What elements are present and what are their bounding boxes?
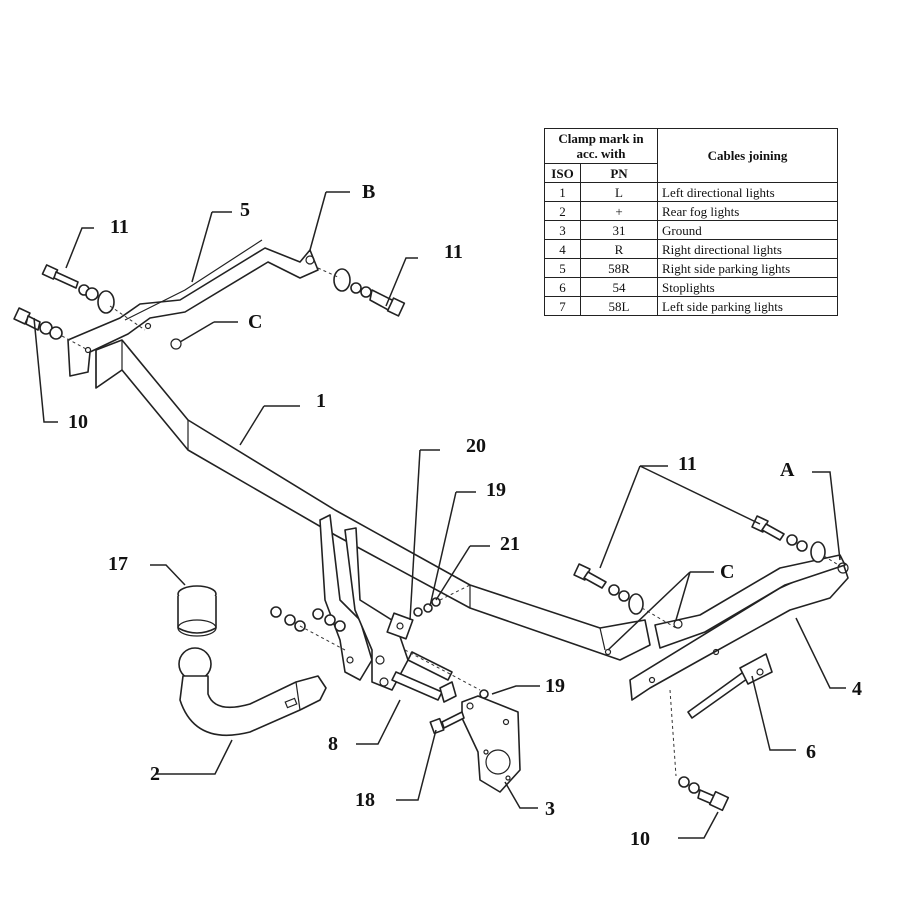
label-2: 2: [150, 763, 160, 785]
table-row: 1 L Left directional lights: [544, 182, 838, 202]
cell-desc: Right directional lights: [657, 239, 838, 259]
cell-pn: 58L: [580, 296, 658, 316]
label-8: 8: [328, 733, 338, 755]
table-row: 4 R Right directional lights: [544, 239, 838, 259]
cell-pn: R: [580, 239, 658, 259]
label-C-left: C: [248, 311, 262, 333]
header-pn: PN: [580, 163, 658, 183]
label-19-lower: 19: [545, 675, 565, 697]
cell-iso: 4: [544, 239, 581, 259]
cell-pn: +: [580, 201, 658, 221]
label-4: 4: [852, 678, 862, 700]
bolts-8: [391, 649, 481, 703]
leader-lines: [33, 191, 846, 839]
label-11-upper: 11: [444, 241, 463, 263]
ball-neck: [178, 647, 327, 736]
label-18: 18: [355, 789, 375, 811]
cell-iso: 5: [544, 258, 581, 278]
table-row: 6 54 Stoplights: [544, 277, 838, 297]
right-bracket: [604, 554, 849, 701]
label-C-right: C: [720, 561, 734, 583]
cell-desc: Ground: [657, 220, 838, 240]
tow-ball: [177, 585, 217, 637]
table-row: 5 58R Right side parking lights: [544, 258, 838, 278]
table-row: 2 + Rear fog lights: [544, 201, 838, 221]
cell-pn: 54: [580, 277, 658, 297]
cell-desc: Rear fog lights: [657, 201, 838, 221]
callout-labels: 1 2 3 4 5 6 8 10 10 11 11 11 17 18 19 19…: [68, 181, 862, 850]
cell-iso: 7: [544, 296, 581, 316]
label-A: A: [780, 459, 795, 481]
cell-desc: Right side parking lights: [657, 258, 838, 278]
label-21: 21: [500, 533, 520, 555]
hardware-upper-right-11: [317, 267, 406, 317]
label-5: 5: [240, 199, 250, 221]
table-row: 3 31 Ground: [544, 220, 838, 240]
bolt-18: [429, 711, 465, 735]
cell-iso: 2: [544, 201, 581, 221]
cell-desc: Left directional lights: [657, 182, 838, 202]
cell-iso: 6: [544, 277, 581, 297]
label-1: 1: [316, 390, 326, 412]
cell-iso: 1: [544, 182, 581, 202]
hardware-center-plates: [270, 584, 489, 699]
header-iso: ISO: [544, 163, 581, 183]
cell-iso: 3: [544, 220, 581, 240]
hardware-left-upper-11: [41, 264, 146, 331]
label-B: B: [362, 181, 375, 203]
label-11-right: 11: [678, 453, 697, 475]
label-17: 17: [108, 553, 128, 575]
cell-desc: Stoplights: [657, 277, 838, 297]
left-bracket: [67, 239, 319, 377]
socket-holder-6: [687, 653, 773, 719]
cell-pn: 58R: [580, 258, 658, 278]
label-19-upper: 19: [486, 479, 506, 501]
label-11-left: 11: [110, 216, 129, 238]
hardware-right-bottom-10: [669, 689, 730, 812]
table-row: 7 58L Left side parking lights: [544, 296, 838, 316]
label-10-left: 10: [68, 411, 88, 433]
label-3: 3: [545, 798, 555, 820]
label-10-right: 10: [630, 828, 650, 850]
header-clamp-mark: Clamp mark in acc. with: [544, 128, 658, 164]
hardware-left-lower-10: [13, 307, 89, 351]
cell-pn: 31: [580, 220, 658, 240]
cell-pn: L: [580, 182, 658, 202]
header-cables-joining: Cables joining: [657, 128, 838, 183]
socket-plate: [461, 695, 521, 793]
cell-desc: Left side parking lights: [657, 296, 838, 316]
main-crossbar: [95, 339, 651, 661]
hardware-right-lower-11: [573, 563, 677, 629]
label-20: 20: [466, 435, 486, 457]
label-6: 6: [806, 741, 816, 763]
wiring-legend-table: Clamp mark in acc. with Cables joining I…: [544, 128, 838, 316]
